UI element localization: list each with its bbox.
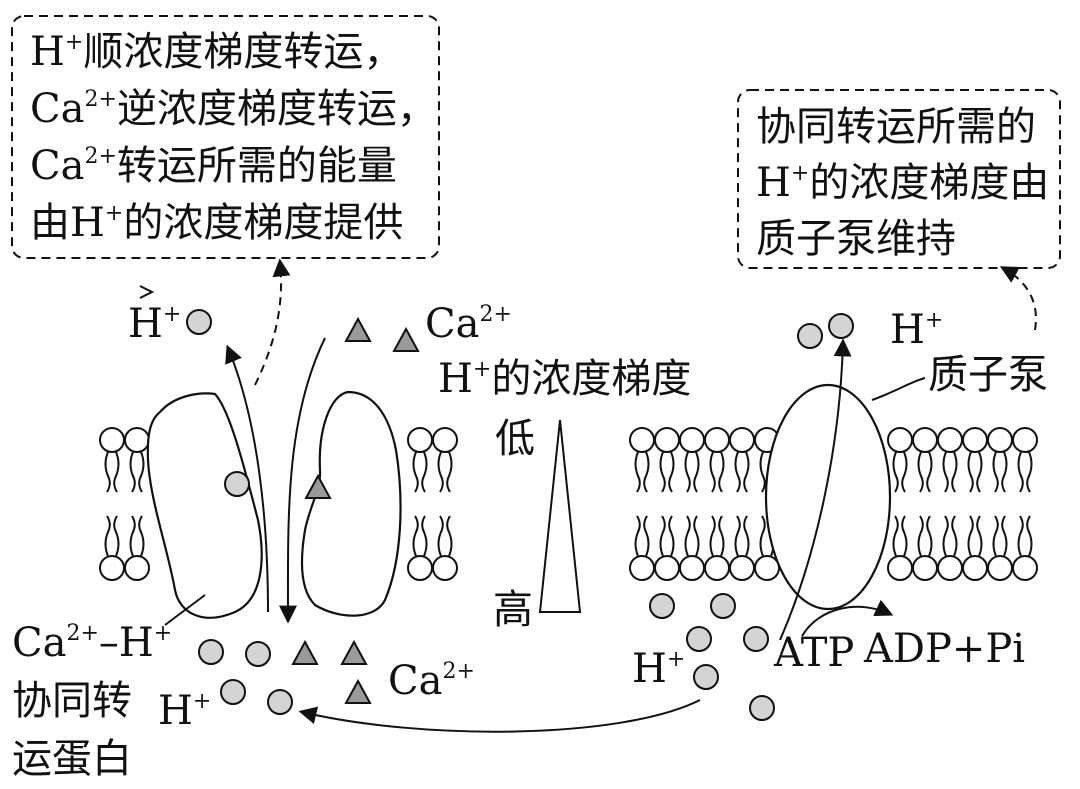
proton-pump-pointer bbox=[871, 377, 926, 401]
gradient-title: H+的浓度梯度 bbox=[438, 356, 691, 402]
note-left-line-4: 由H+的浓度梯度提供 bbox=[30, 200, 403, 246]
note-left-line-3: Ca2+转运所需的能量 bbox=[30, 143, 397, 189]
h-label-top-left: H+ bbox=[128, 301, 181, 347]
h-ion bbox=[828, 313, 854, 339]
note-right: 协同转运所需的 H+的浓度梯度由 质子泵维持 bbox=[737, 89, 1061, 269]
pump-arrow bbox=[779, 338, 852, 641]
proton-pump bbox=[764, 383, 892, 611]
adp-pi-label: ADP+Pi bbox=[863, 626, 1025, 672]
atp-adp-arrow bbox=[801, 599, 894, 637]
h-mini-arrow bbox=[139, 285, 155, 299]
bottom-left-ions bbox=[198, 639, 372, 715]
cotransporter-label-3: 运蛋白 bbox=[12, 736, 132, 782]
pointer-right bbox=[999, 266, 1037, 331]
gradient-high: 高 bbox=[493, 587, 533, 633]
ca-label-top: Ca2+ bbox=[425, 301, 512, 347]
note-right-line-3: 质子泵维持 bbox=[756, 216, 956, 262]
h-return-arrow bbox=[298, 699, 701, 733]
cotransporter-label-1: Ca2+–H+ bbox=[12, 620, 172, 666]
h-label-bottom-left: H+ bbox=[158, 688, 211, 734]
h-label-bottom-right: H+ bbox=[632, 646, 685, 692]
cotransporter-pointer bbox=[164, 594, 206, 626]
ca-ion bbox=[392, 326, 420, 352]
cotransporter-label-2: 协同转 bbox=[12, 678, 132, 724]
note-left-line-2: Ca2+逆浓度梯度转运， bbox=[30, 86, 437, 132]
gradient-wedge bbox=[538, 419, 582, 613]
bottom-right-ions bbox=[649, 593, 775, 721]
h-flow-arrow bbox=[225, 344, 269, 613]
ca-ion bbox=[304, 473, 332, 499]
ca-flow-arrow bbox=[278, 337, 326, 624]
note-right-line-2: H+的浓度梯度由 bbox=[756, 160, 1049, 206]
gradient-low: 低 bbox=[495, 416, 535, 462]
note-left: H+顺浓度梯度转运， Ca2+逆浓度梯度转运， Ca2+转运所需的能量 由H+的… bbox=[11, 15, 440, 259]
proton-pump-label: 质子泵 bbox=[928, 352, 1048, 398]
note-right-line-1: 协同转运所需的 bbox=[756, 104, 1036, 150]
h-label-top-right: H+ bbox=[890, 307, 943, 353]
h-ion bbox=[797, 323, 823, 349]
h-ion bbox=[186, 309, 212, 335]
pointer-left bbox=[254, 258, 291, 386]
note-left-line-1: H+顺浓度梯度转运， bbox=[30, 29, 403, 75]
cotransporter-protein bbox=[146, 390, 402, 619]
ca-ion bbox=[344, 316, 372, 342]
atp-label: ATP bbox=[773, 630, 854, 676]
h-ion bbox=[224, 471, 250, 497]
ca-label-bottom: Ca2+ bbox=[388, 658, 475, 704]
